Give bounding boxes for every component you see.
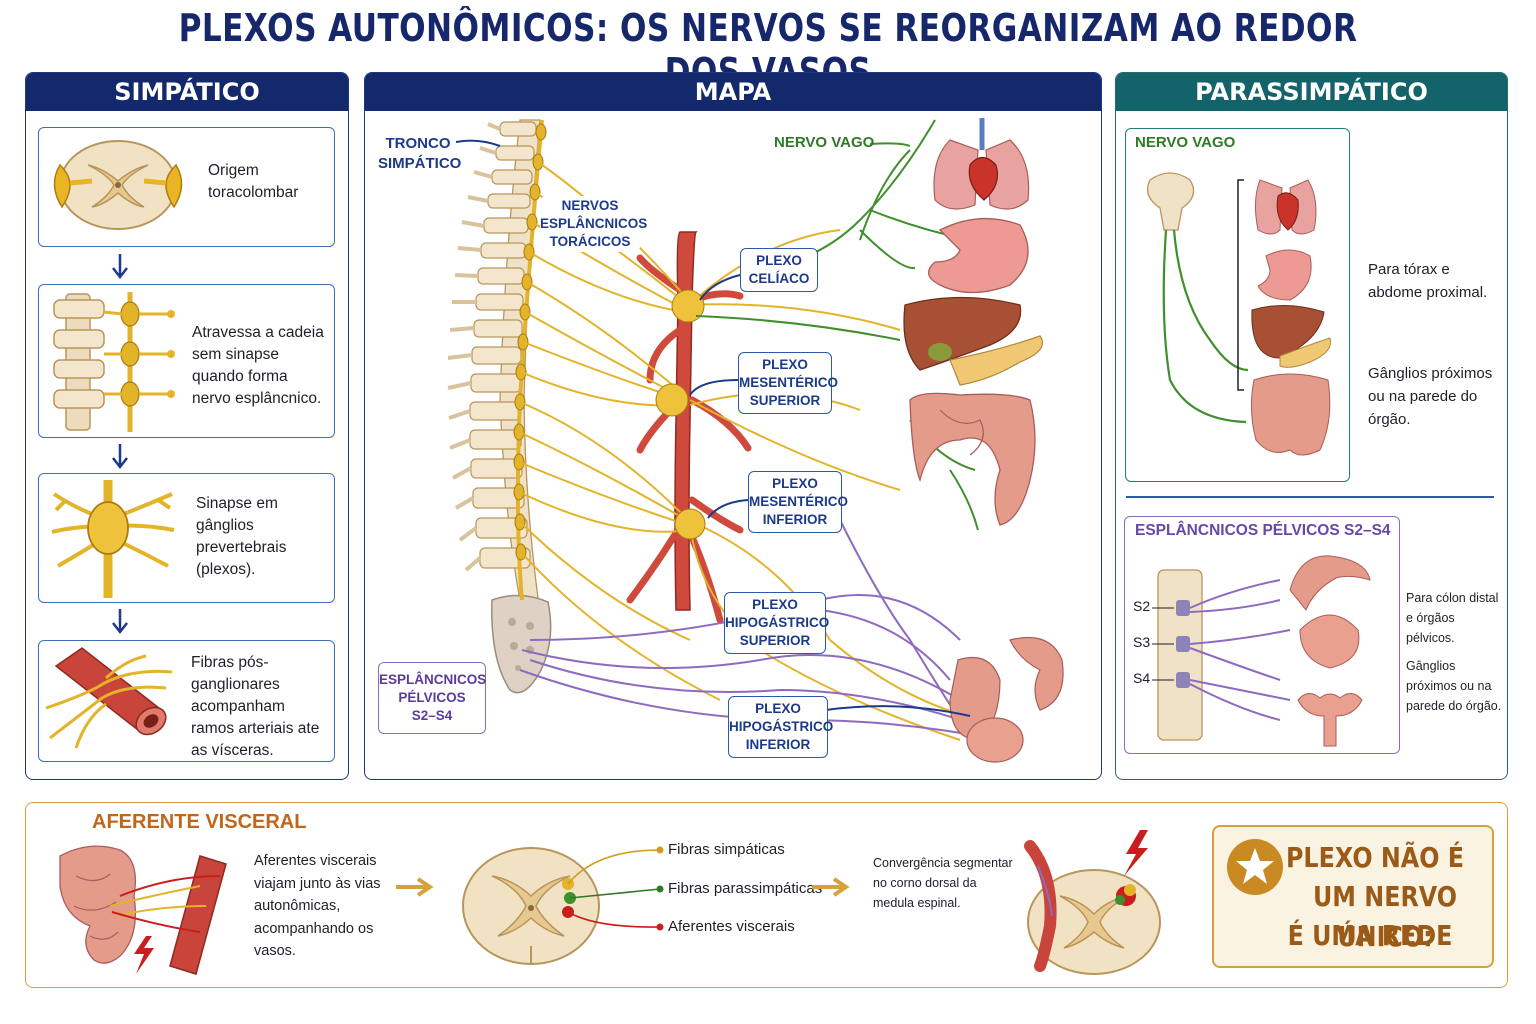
esplancnicos-toracicos-line1: NERVOS (561, 198, 619, 213)
tronco-line1: TRONCO (385, 135, 451, 152)
key-message-line2: UM NERVO ÚNICO: (1312, 880, 1458, 953)
esplancnicos-toracicos-label: NERVOS ESPLÂNCNICOS TORÁCICOS (540, 196, 648, 252)
sympathetic-step-ganglia (38, 473, 335, 603)
esplancnicos-pelvicos-line1: ESPLÂNCNICOS (379, 672, 487, 687)
legend-visceral-afferents: Aferentes viscerais (668, 918, 795, 935)
step-postganglionic-text: Fibras pós-ganglionares acompanham ramos… (191, 654, 320, 759)
key-message-line3: É UMA REDE (1287, 919, 1453, 952)
visceral-afferent-title: AFERENTE VISCERAL (92, 811, 307, 833)
segment-label-s2: S2 (1133, 598, 1151, 614)
segment-label-s3: S3 (1133, 634, 1151, 650)
plexo-mesenterico-inferior-label: PLEXO MESENTÉRICO INFERIOR (748, 471, 849, 533)
key-message-line1: PLEXO NÃO É (1285, 841, 1464, 874)
plexo-celiaco-line2: CELÍACO (748, 271, 810, 286)
tronco-simpatico-label: TRONCO SIMPÁTICO (378, 134, 462, 174)
plexo-mes-inf-line3: INFERIOR (762, 512, 828, 527)
esplancnicos-pelvicos-line2: PÉLVICOS (398, 690, 466, 705)
spinal-cord-cross-section-icon (462, 847, 600, 965)
arrow-down-icon (112, 609, 128, 635)
artery-with-fibers-icon (45, 647, 173, 749)
step-chain-text: Atravessa a cadeia sem sinapse quando fo… (192, 324, 324, 407)
pelvic-text-target: Para cólon distal e órgãos pélvicos. (1406, 591, 1499, 645)
plexo-hipo-inf-line3: INFERIOR (745, 737, 811, 752)
legend-parasympathetic-fibers: Fibras parassimpáticas (668, 880, 823, 897)
pelvic-splanchnic-title: ESPLÂNCNICOS PÉLVICOS S2–S4 (1135, 522, 1391, 539)
arrow-down-icon (112, 254, 128, 280)
plexo-mes-inf-line2: MESENTÉRICO (749, 494, 849, 509)
intestine-artery-afferent-illustration (59, 845, 227, 975)
dorsal-horn-convergence-illustration (1024, 830, 1161, 975)
parasympathetic-heading: PARASSIMPÁTICO (1116, 73, 1507, 111)
plexo-hipo-inf-line2: HIPOGÁSTRICO (729, 719, 834, 734)
prevertebral-ganglion-icon (51, 480, 175, 598)
plexo-mes-inf-line1: PLEXO (772, 476, 818, 491)
plexo-hipo-inf-line1: PLEXO (755, 701, 801, 716)
vagus-box-title: NERVO VAGO (1135, 134, 1236, 151)
afferent-text: Aferentes viscerais viajam junto às vias… (254, 853, 381, 959)
plexo-mes-sup-line3: SUPERIOR (749, 393, 821, 408)
plexo-hipo-sup-line3: SUPERIOR (739, 633, 811, 648)
esplancnicos-toracicos-line3: TORÁCICOS (549, 234, 631, 249)
vagus-text-ganglia: Gânglios próximos ou na parede do órgão. (1368, 365, 1493, 428)
plexo-hipo-sup-line1: PLEXO (752, 597, 798, 612)
plexo-hipo-sup-line2: HIPOGÁSTRICO (725, 615, 830, 630)
plexo-celiaco-label: PLEXO CELÍACO (740, 248, 818, 292)
esplancnicos-pelvicos-line3: S2–S4 (411, 708, 453, 723)
nervo-vago-map-label: NERVO VAGO (774, 134, 875, 151)
arrow-right-icon (396, 877, 434, 897)
plexo-mesenterico-superior-label: PLEXO MESENTÉRICO SUPERIOR (738, 352, 839, 414)
legend-leader-lines (567, 846, 664, 931)
convergence-text: Convergência segmentar no corno dorsal d… (873, 856, 1013, 910)
pelvic-splanchnic-illustration (1152, 555, 1371, 747)
parasympathetic-divider (1126, 496, 1494, 498)
pelvic-text-ganglia: Gânglios próximos ou na parede do órgão. (1406, 659, 1502, 713)
plexo-mes-sup-line1: PLEXO (762, 357, 808, 372)
plexo-hipogastrico-inferior-label: PLEXO HIPOGÁSTRICO INFERIOR (728, 696, 834, 758)
segment-label-s4: S4 (1133, 670, 1151, 686)
sympathetic-chain-icon (53, 292, 175, 432)
star-badge-icon (1227, 839, 1283, 895)
esplancnicos-pelvicos-map-label: ESPLÂNCNICOS PÉLVICOS S2–S4 (378, 662, 486, 734)
sympathetic-heading: SIMPÁTICO (26, 73, 348, 111)
tronco-line2: SIMPÁTICO (378, 155, 462, 172)
plexo-mes-sup-line2: MESENTÉRICO (739, 375, 839, 390)
plexo-hipogastrico-superior-label: PLEXO HIPOGÁSTRICO SUPERIOR (724, 592, 830, 654)
autonomic-plexus-map (447, 118, 1064, 763)
plexo-celiaco-line1: PLEXO (756, 253, 802, 268)
spinal-cord-cross-section-icon (53, 140, 183, 230)
map-heading: MAPA (365, 73, 1101, 111)
arrow-right-icon (812, 877, 850, 897)
step-origin-text: Origem toracolombar (208, 162, 299, 201)
step-ganglia-text: Sinapse em gânglios prevertebrais (plexo… (196, 495, 287, 578)
vagus-organs-illustration (1146, 172, 1332, 456)
vagus-text-target: Para tórax e abdome proximal. (1368, 261, 1488, 301)
legend-sympathetic-fibers: Fibras simpáticas (668, 841, 785, 858)
arrow-down-icon (112, 444, 128, 470)
esplancnicos-toracicos-line2: ESPLÂNCNICOS (540, 216, 648, 231)
